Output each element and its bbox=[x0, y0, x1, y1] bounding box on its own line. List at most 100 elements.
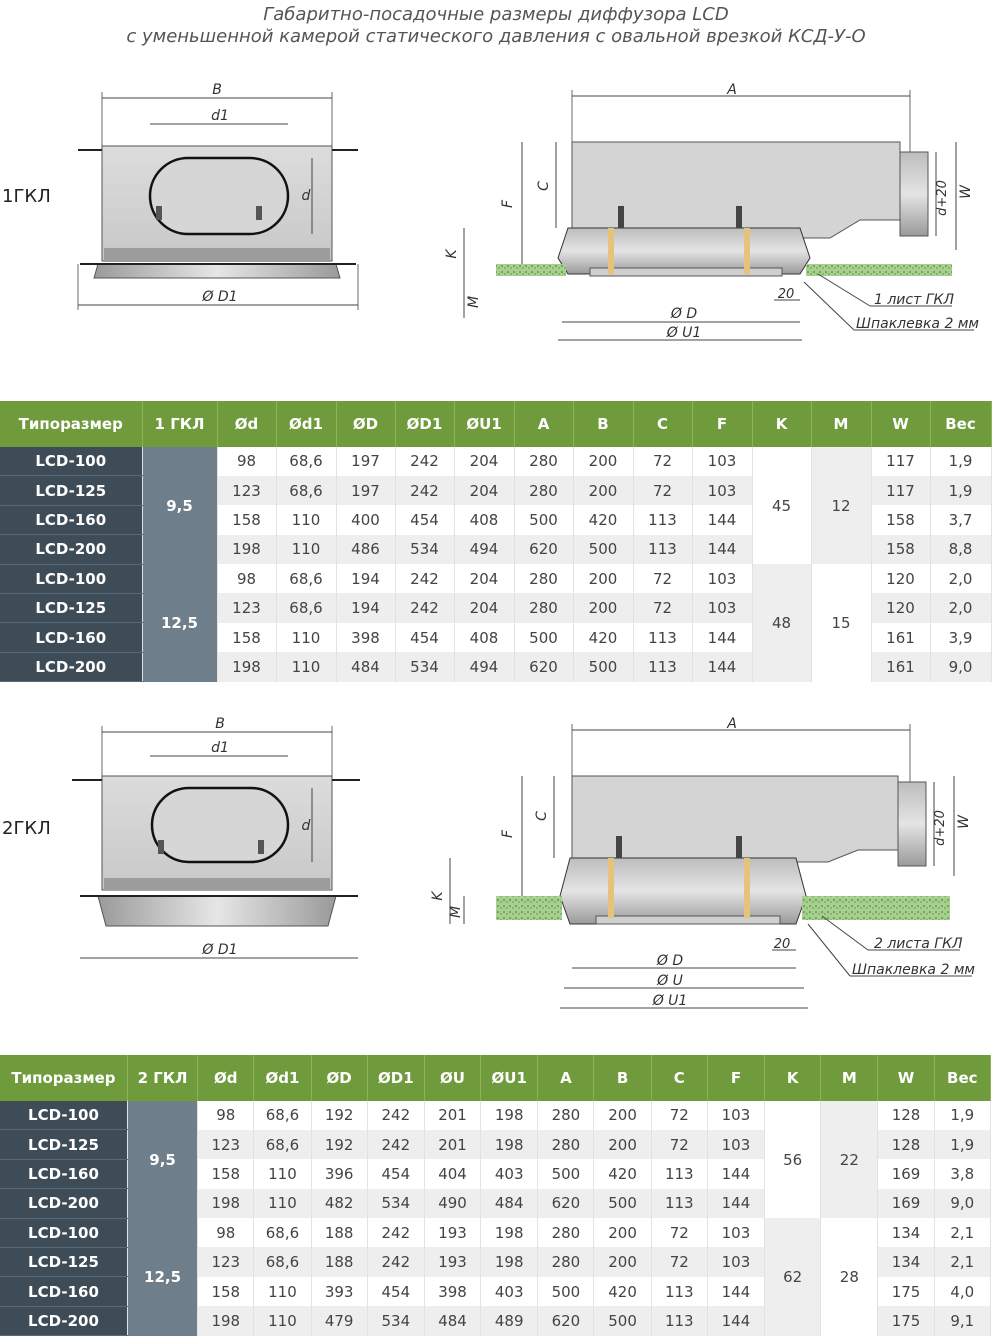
cell-F: 144 bbox=[707, 1306, 766, 1336]
cell-d1: 68,6 bbox=[253, 1247, 312, 1277]
cell-C: 72 bbox=[633, 564, 693, 594]
column-header: ØU bbox=[424, 1055, 482, 1101]
cell-F: 144 bbox=[707, 1276, 766, 1307]
cell-W: 175 bbox=[877, 1276, 935, 1307]
dim-label-k-2: K bbox=[430, 890, 446, 901]
cell-D1: 534 bbox=[395, 534, 455, 565]
dim-label-d1-outer-2: Ø D1 bbox=[201, 942, 237, 958]
cell-d1: 110 bbox=[276, 505, 337, 535]
cell-A: 620 bbox=[514, 534, 574, 565]
cell-model: LCD-160 bbox=[0, 622, 143, 653]
cell-F: 103 bbox=[692, 593, 753, 623]
cell-U1: 198 bbox=[480, 1247, 539, 1277]
cell-A: 500 bbox=[537, 1276, 595, 1307]
cell-C: 72 bbox=[651, 1218, 708, 1248]
cell-d: 158 bbox=[217, 622, 277, 653]
dim-label-d1-2: d1 bbox=[211, 740, 229, 756]
cell-U1: 403 bbox=[480, 1159, 539, 1189]
cell-C: 72 bbox=[651, 1129, 708, 1160]
cell-D1: 242 bbox=[367, 1129, 425, 1160]
column-header: ØD bbox=[336, 401, 396, 447]
dim-label-20: 20 bbox=[778, 287, 795, 302]
dim-label-k: K bbox=[444, 248, 460, 259]
dim-label-u1-2: Ø U1 bbox=[652, 993, 688, 1009]
column-header: Типоразмер bbox=[0, 401, 143, 447]
column-header: W bbox=[877, 1055, 935, 1101]
cell-C: 113 bbox=[651, 1306, 708, 1336]
cell-U1: 408 bbox=[454, 505, 515, 535]
cell-M: 22 bbox=[820, 1101, 879, 1219]
cell-D1: 242 bbox=[367, 1218, 425, 1248]
title-line-2: с уменьшенной камерой статического давле… bbox=[126, 26, 866, 47]
cell-W: 117 bbox=[871, 447, 931, 476]
cell-C: 72 bbox=[633, 447, 693, 476]
cell-F: 103 bbox=[692, 447, 753, 476]
cell-C: 113 bbox=[651, 1276, 708, 1307]
column-header: K bbox=[764, 1055, 822, 1101]
column-header: ØD1 bbox=[367, 1055, 425, 1101]
cell-D: 194 bbox=[336, 564, 396, 594]
cell-W: 175 bbox=[877, 1306, 935, 1336]
cell-D1: 534 bbox=[395, 652, 455, 682]
cell-model: LCD-200 bbox=[0, 652, 143, 683]
column-header: M bbox=[820, 1055, 879, 1101]
cell-d1: 68,6 bbox=[276, 447, 337, 476]
cell-U1: 204 bbox=[454, 447, 515, 476]
cell-model: LCD-100 bbox=[0, 447, 143, 477]
cell-model: LCD-200 bbox=[0, 1188, 128, 1219]
cell-F: 144 bbox=[692, 534, 753, 565]
cell-A: 280 bbox=[514, 475, 574, 506]
cell-B: 500 bbox=[573, 534, 634, 565]
cell-D: 188 bbox=[311, 1218, 368, 1248]
dim-label-d: d bbox=[302, 188, 311, 204]
cell-U1: 204 bbox=[454, 593, 515, 623]
cell-d: 98 bbox=[197, 1218, 255, 1248]
column-header: B bbox=[573, 401, 634, 447]
cell-F: 103 bbox=[692, 564, 753, 594]
cell-D: 197 bbox=[336, 447, 396, 476]
page-title: Габаритно-посадочные размеры диффузора L… bbox=[0, 4, 992, 48]
cell-F: 144 bbox=[692, 505, 753, 535]
cell-C: 113 bbox=[651, 1188, 708, 1219]
cell-F: 103 bbox=[692, 475, 753, 506]
cell-model: LCD-100 bbox=[0, 1218, 128, 1248]
cell-B: 500 bbox=[593, 1306, 652, 1336]
cell-U: 193 bbox=[424, 1247, 482, 1277]
cell-d: 123 bbox=[197, 1129, 255, 1160]
cell-A: 280 bbox=[514, 447, 574, 476]
cell-U1: 484 bbox=[480, 1188, 539, 1219]
cell-K: 48 bbox=[752, 564, 812, 682]
cell-W: 169 bbox=[877, 1188, 935, 1219]
column-header: ØU1 bbox=[454, 401, 515, 447]
column-header: A bbox=[537, 1055, 595, 1101]
cell-mass: 9,0 bbox=[930, 652, 992, 682]
cell-mass: 2,1 bbox=[934, 1247, 992, 1277]
dim-label-a: A bbox=[726, 82, 737, 98]
column-header: K bbox=[752, 401, 812, 447]
cell-gkl: 9,5 bbox=[127, 1101, 199, 1219]
dim-label-d20: d+20 bbox=[935, 180, 950, 216]
cell-mass: 9,1 bbox=[934, 1306, 992, 1336]
section-label-2gkl: 2ГКЛ bbox=[2, 818, 51, 839]
section-label-1gkl: 1ГКЛ bbox=[2, 186, 51, 207]
dim-label-a-2: A bbox=[726, 716, 737, 732]
cell-F: 103 bbox=[707, 1247, 766, 1277]
cell-D1: 242 bbox=[395, 475, 455, 506]
cell-mass: 1,9 bbox=[934, 1129, 992, 1160]
cell-mass: 3,8 bbox=[934, 1159, 992, 1189]
cell-d: 198 bbox=[197, 1188, 255, 1219]
cell-gkl: 12,5 bbox=[127, 1218, 199, 1336]
column-header: ØD bbox=[311, 1055, 368, 1101]
cell-A: 500 bbox=[514, 505, 574, 535]
cell-W: 120 bbox=[871, 564, 931, 594]
cell-A: 280 bbox=[514, 593, 574, 623]
dim-label-w: W bbox=[958, 184, 974, 199]
cell-mass: 1,9 bbox=[934, 1101, 992, 1130]
cell-B: 420 bbox=[573, 622, 634, 653]
